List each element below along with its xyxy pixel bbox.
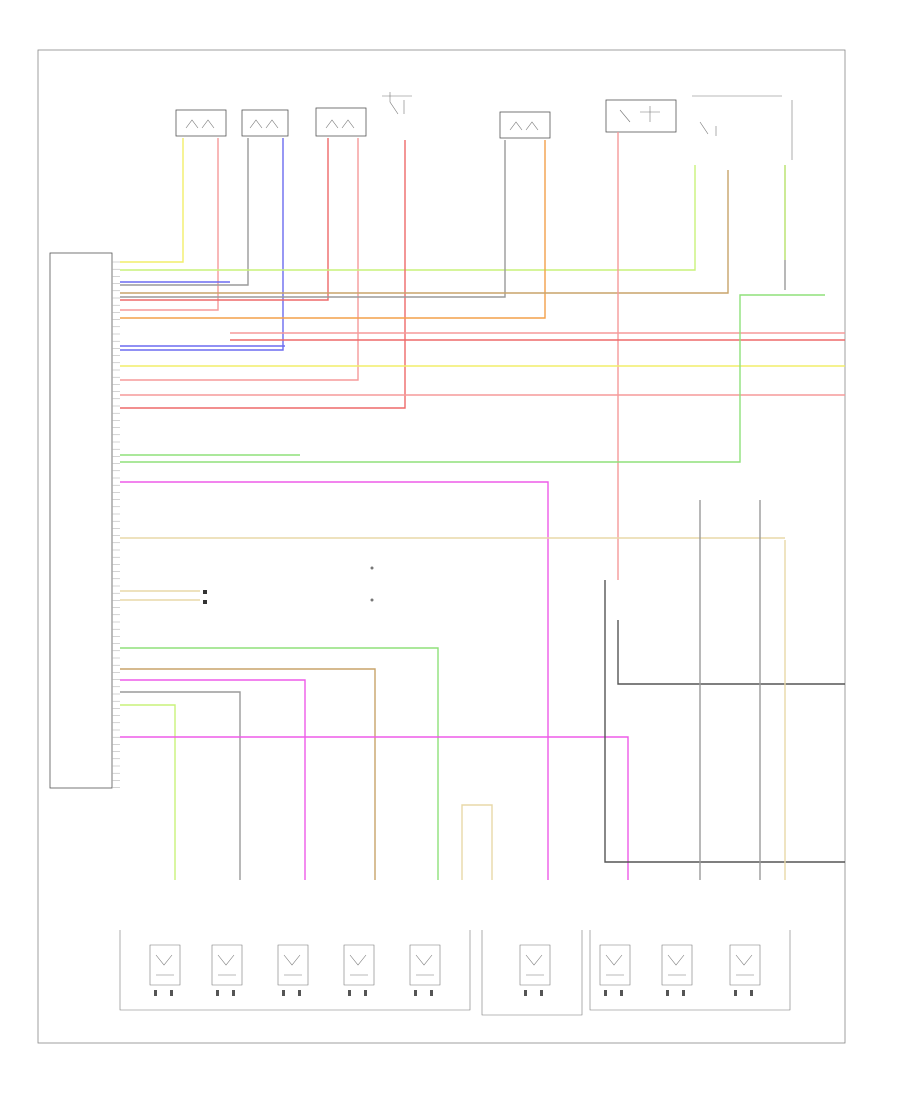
- seat-switch-module: [661, 944, 693, 996]
- diagram-frame: [37, 49, 846, 1044]
- center-notes: [203, 566, 374, 604]
- top-component-1: [175, 109, 227, 137]
- top-component-3: [315, 107, 367, 137]
- top-switch-2: [692, 95, 793, 160]
- wire-magenta: [120, 481, 549, 880]
- wire-blue: [120, 138, 284, 351]
- wire-lime: [120, 704, 176, 880]
- seat-switch-module: [149, 944, 181, 996]
- wire-green: [120, 294, 825, 463]
- seat-switch-module: [729, 944, 761, 996]
- wire-brown: [120, 668, 376, 880]
- wire-pink: [120, 138, 359, 381]
- control-module: [49, 252, 120, 789]
- top-relay: [605, 99, 677, 133]
- wire-red: [120, 138, 329, 301]
- wire-tan: [461, 804, 493, 880]
- seat-switch-module: [211, 944, 243, 996]
- seat-switch-module: [343, 944, 375, 996]
- wire-yellow: [120, 138, 184, 263]
- wire-orange: [120, 140, 546, 319]
- wire-gray: [120, 691, 241, 880]
- wire-green: [120, 647, 439, 880]
- seat-switch-module: [277, 944, 309, 996]
- top-switch-1: [382, 92, 412, 115]
- seat-switch-module: [599, 944, 631, 996]
- wire-pink: [120, 138, 219, 311]
- wire-dark: [617, 620, 845, 685]
- wire-gray: [120, 138, 249, 286]
- seat-switch-module: [519, 944, 551, 996]
- wire-brown: [120, 170, 729, 294]
- bottom-group-frames: [119, 930, 791, 1016]
- seat-switch-module: [409, 944, 441, 996]
- wire-magenta: [120, 679, 306, 880]
- wire-gray: [120, 140, 506, 298]
- bottom-switch-modules: [149, 944, 761, 996]
- wire-red: [120, 140, 406, 409]
- top-component-2: [241, 109, 289, 137]
- wire-layer: [120, 132, 845, 880]
- wire-dark: [604, 580, 845, 863]
- wire-lime: [120, 165, 696, 271]
- wire-magenta: [120, 736, 629, 880]
- top-component-4: [499, 111, 551, 139]
